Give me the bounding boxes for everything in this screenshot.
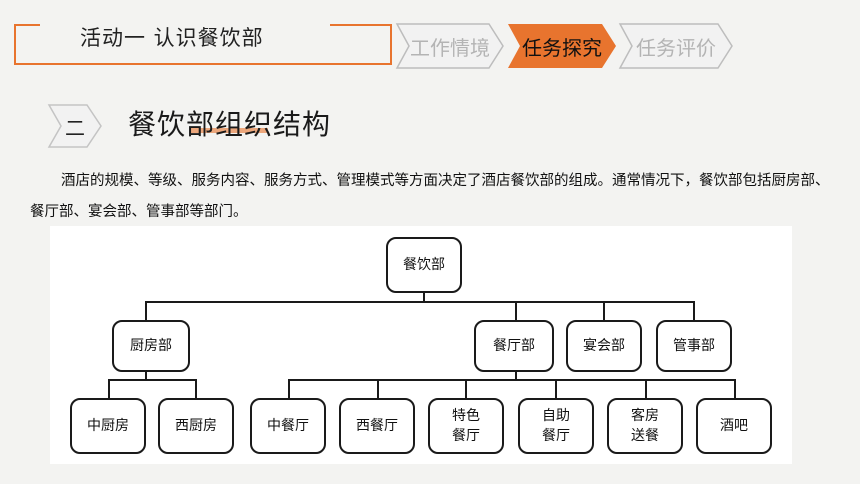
connector-line: [145, 301, 147, 321]
org-node-chinese-kitchen: 中厨房: [70, 398, 146, 454]
step-tab-task-explore[interactable]: 任务探究: [506, 22, 618, 70]
connector-line: [288, 379, 290, 399]
org-node-bar: 酒吧: [696, 398, 772, 454]
org-node-western-restaurant: 西餐厅: [339, 398, 415, 454]
org-node-label: 客房送餐: [631, 408, 659, 444]
header-frame-right: [390, 24, 392, 65]
section-title: 餐饮部组织结构: [128, 108, 332, 141]
org-node-room-service: 客房送餐: [607, 398, 683, 454]
org-node-chinese-restaurant: 中餐厅: [250, 398, 326, 454]
org-node-root: 餐饮部: [386, 237, 462, 293]
connector-line: [108, 379, 110, 399]
step-tab-label: 工作情境: [410, 35, 490, 60]
org-node-banquet-dept: 宴会部: [566, 320, 642, 372]
connector-line: [145, 301, 694, 303]
org-chart: 餐饮部 厨房部 餐厅部 宴会部 管事部 中厨房 西厨房 中餐厅 西餐厅 特色餐厅…: [50, 226, 792, 464]
org-node-specialty-restaurant: 特色餐厅: [428, 398, 504, 454]
step-tab-work-scenario[interactable]: 工作情境: [395, 22, 505, 70]
org-node-label: 餐厅部: [493, 338, 535, 354]
connector-line: [288, 379, 735, 381]
org-node-label: 西厨房: [175, 418, 217, 434]
header-frame-top-left: [14, 24, 40, 26]
section-number-badge: 二: [47, 103, 103, 149]
header-frame-left: [14, 24, 16, 64]
step-tab-task-evaluation[interactable]: 任务评价: [618, 22, 734, 70]
activity-title: 活动一 认识餐饮部: [80, 26, 264, 50]
org-node-label: 西餐厅: [356, 418, 398, 434]
org-node-buffet-restaurant: 自助餐厅: [518, 398, 594, 454]
org-node-label: 管事部: [673, 338, 715, 354]
header-frame-bottom: [14, 63, 392, 65]
org-node-label: 特色餐厅: [452, 408, 480, 444]
connector-line: [515, 371, 517, 380]
step-tab-label: 任务评价: [636, 35, 716, 60]
connector-line: [423, 293, 425, 302]
connector-line: [645, 379, 647, 399]
connector-line: [734, 379, 736, 399]
intro-paragraph: 酒店的规模、等级、服务内容、服务方式、管理模式等方面决定了酒店餐饮部的组成。通常…: [30, 173, 830, 220]
connector-line: [515, 301, 517, 321]
org-node-stewarding-dept: 管事部: [656, 320, 732, 372]
connector-line: [555, 379, 557, 399]
step-tab-label: 任务探究: [522, 35, 602, 60]
connector-line: [195, 379, 197, 399]
connector-line: [377, 379, 379, 399]
header-frame-top-right: [330, 24, 390, 26]
org-node-label: 宴会部: [583, 338, 625, 354]
org-node-label: 自助餐厅: [542, 408, 570, 444]
section-title-highlight: [190, 128, 268, 133]
connector-line: [145, 371, 147, 380]
org-node-kitchen-dept: 厨房部: [112, 320, 190, 372]
org-node-label: 中厨房: [87, 418, 129, 434]
connector-line: [108, 379, 196, 381]
connector-line: [603, 301, 605, 321]
org-node-label: 酒吧: [720, 418, 748, 434]
org-node-restaurant-dept: 餐厅部: [474, 320, 554, 372]
org-node-label: 餐饮部: [403, 257, 445, 273]
org-node-label: 中餐厅: [267, 418, 309, 434]
connector-line: [465, 379, 467, 399]
connector-line: [693, 301, 695, 321]
section-number: 二: [65, 115, 85, 140]
org-node-label: 厨房部: [130, 338, 172, 354]
org-node-western-kitchen: 西厨房: [158, 398, 234, 454]
